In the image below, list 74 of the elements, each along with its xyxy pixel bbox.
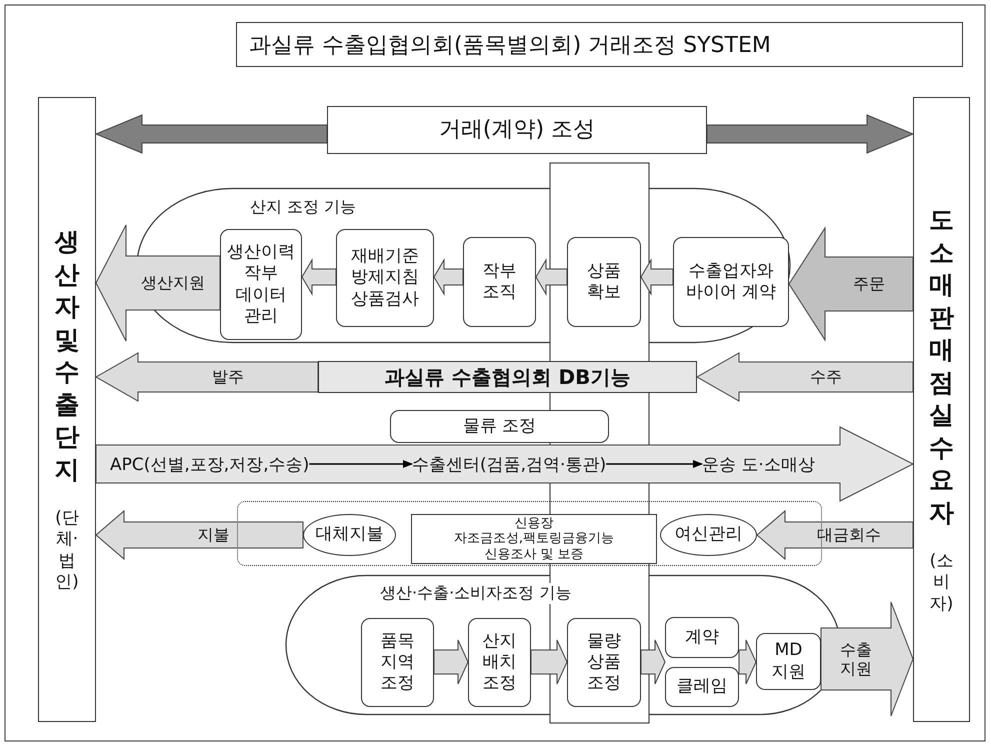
- database-box: [318, 361, 697, 393]
- block-arrow: [756, 510, 914, 560]
- arrow-label: 발주: [211, 366, 245, 388]
- step-text: MD 지원: [770, 640, 806, 683]
- column-subtitle: (소비자): [928, 551, 954, 615]
- step-text: 물량 상품 조정: [586, 630, 622, 694]
- column-subtitle: (단체·법인): [54, 508, 80, 593]
- column-title: 도소매판매점 실수요자: [929, 204, 954, 529]
- step-text: 품목 지역 조정: [380, 630, 416, 694]
- process-box: [220, 229, 302, 340]
- block-arrow: [95, 224, 220, 342]
- block-arrow: [640, 258, 674, 296]
- heading-box: [390, 410, 609, 443]
- block-arrow: [530, 640, 568, 684]
- process-box: [673, 237, 789, 327]
- block-arrow: [433, 258, 464, 296]
- step-text: 계약: [685, 626, 719, 648]
- arrow-label: 수주: [809, 366, 843, 388]
- step-text: 클레임: [676, 676, 728, 698]
- step-text: 상품 확보: [586, 260, 622, 304]
- step-text: 산지 배치 조정: [482, 630, 518, 694]
- flow-text: 수출센터(검품,검역·통관): [412, 450, 606, 478]
- step-text: 과실류 수출협의회 DB기능: [384, 364, 630, 390]
- process-box: [567, 237, 641, 327]
- step-text: 생산이력 작부 데이터 관리: [226, 242, 296, 327]
- arrow: [309, 460, 413, 468]
- side-column: [38, 97, 96, 722]
- step-text: 재배기준 방제지침 상품검사: [350, 246, 420, 310]
- block-arrow: [640, 640, 666, 684]
- block-arrow: [301, 258, 336, 296]
- step-text: 대체지불: [316, 524, 384, 546]
- block-arrow: [706, 114, 914, 154]
- block-arrow: [95, 510, 304, 560]
- flow-text: APC(선별,포장,저장,수송): [110, 450, 310, 478]
- process-box: [336, 229, 434, 327]
- step-text: 신용조사 및 보증: [484, 546, 584, 562]
- block-arrow: [788, 226, 914, 342]
- arrow-label: 수출 지원: [839, 638, 873, 680]
- block-arrow: [696, 352, 914, 402]
- info-box: [411, 514, 657, 564]
- step-text: 신용장: [514, 516, 554, 532]
- diagram-title: 과실류 수출입협의회(품목별의회) 거래조정 SYSTEM: [236, 22, 963, 67]
- side-column: [913, 97, 970, 722]
- process-box: [567, 618, 641, 707]
- arrow-label: 대금회수: [816, 524, 882, 546]
- step-text: 작부 조직: [482, 260, 518, 304]
- step-text: 거래(계약) 조성: [438, 116, 596, 144]
- block-arrow: [738, 640, 757, 684]
- flow-text: 운송 도·소매상: [702, 450, 815, 478]
- process-box: [756, 633, 821, 690]
- block-arrow: [535, 258, 568, 296]
- block-arrow: [96, 426, 914, 502]
- step-text: 물류 조정: [462, 416, 536, 438]
- process-box: [361, 618, 434, 707]
- process-box: [463, 237, 536, 327]
- process-box: [665, 667, 739, 707]
- arrow-label: 생산지원: [140, 272, 206, 294]
- area-heading: 생산·수출·소비자조정 기능: [380, 583, 572, 604]
- step-text: 수출업자와 바이어 계약: [684, 260, 778, 304]
- arrow-label: 주문: [852, 273, 886, 296]
- heading-box: [327, 106, 707, 154]
- block-arrow: [820, 602, 914, 716]
- arrow-label: 지불: [196, 524, 230, 546]
- block-arrow: [94, 114, 328, 154]
- block-arrow: [95, 352, 318, 402]
- process-box: [665, 617, 739, 658]
- arrow: [606, 460, 703, 468]
- block-arrow: [434, 640, 469, 684]
- process-box: [468, 618, 531, 707]
- column-title: 생산자 및 수출단지: [54, 226, 80, 486]
- step-text: 여신관리: [674, 524, 742, 546]
- step-text: 자조금조성,팩토링금융기능: [454, 531, 614, 547]
- process-ellipse: [660, 514, 757, 556]
- process-ellipse: [303, 514, 396, 556]
